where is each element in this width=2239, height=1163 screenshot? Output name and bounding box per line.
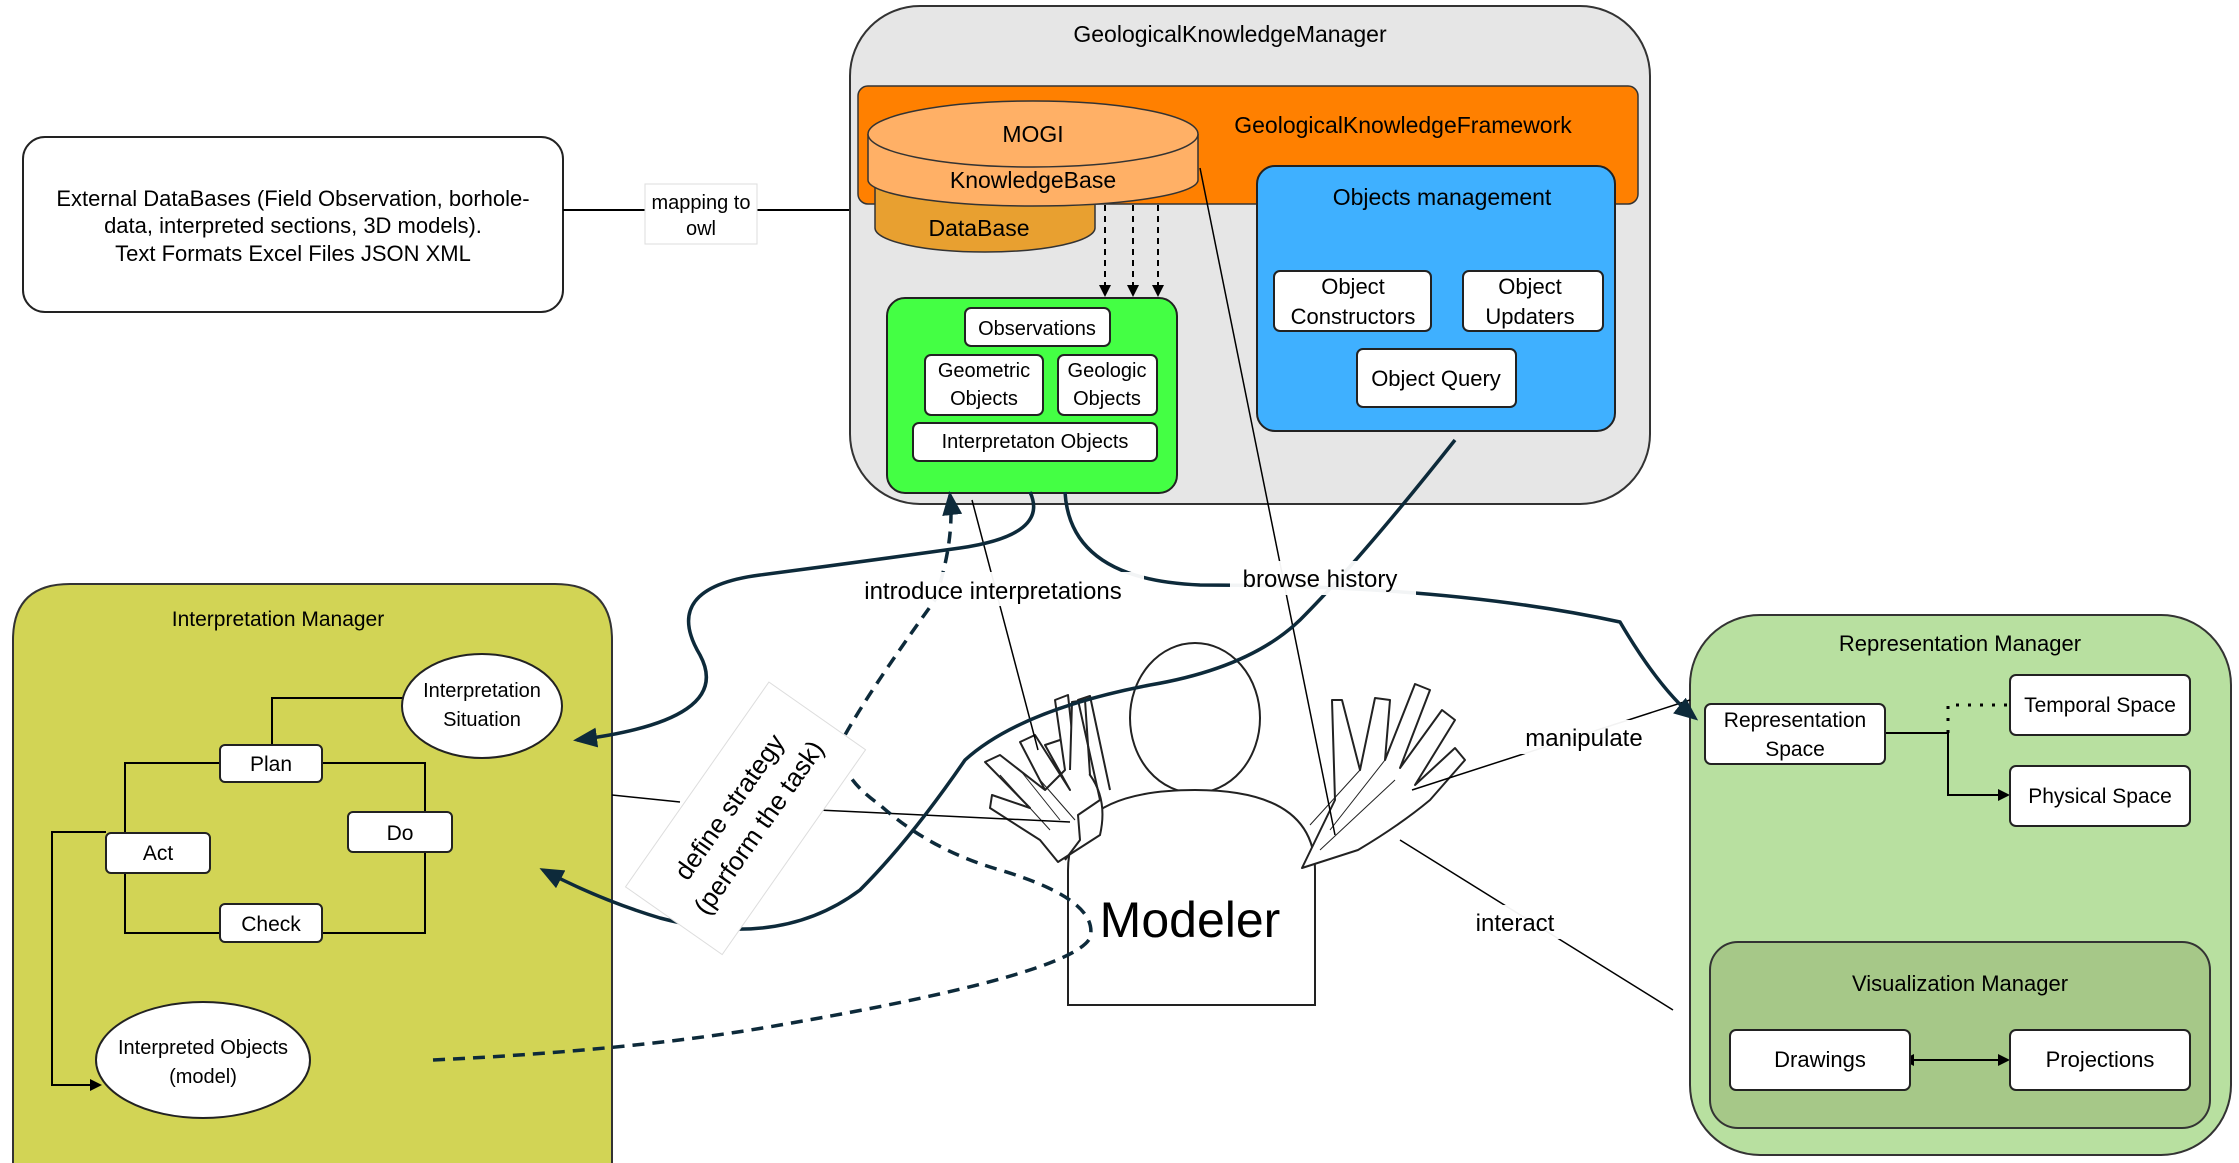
projections-label: Projections xyxy=(2046,1047,2155,1072)
interpreted-line-1: Interpreted Objects xyxy=(118,1037,288,1059)
do-box: Do xyxy=(347,811,453,853)
representation-space-box: Representation Space xyxy=(1704,703,1886,765)
situation-line-1: Interpretation xyxy=(423,680,541,702)
representation-space-line-2: Space xyxy=(1765,738,1825,761)
interpretation-situation-ellipse: Interpretation Situation xyxy=(401,653,563,759)
object-updaters-box: Object Updaters xyxy=(1462,270,1604,332)
interpretation-objects-box: Interpretaton Objects xyxy=(912,422,1158,462)
geologic-objects-line-1: Geologic xyxy=(1068,360,1147,382)
external-line-2: data, interpreted sections, 3D models). xyxy=(104,213,482,238)
external-line-1: External DataBases (Field Observation, b… xyxy=(56,186,529,211)
modeler-figure: Modeler xyxy=(1067,642,1316,1006)
interpreted-line-2: (model) xyxy=(169,1066,237,1088)
observations-box: Observations xyxy=(964,307,1111,347)
interp-objects-to-situation-arrow xyxy=(573,491,1036,748)
plan-situation-line xyxy=(271,697,405,745)
interact-label: interact xyxy=(1467,905,1563,939)
object-query-box: Object Query xyxy=(1356,348,1517,408)
objects-management-title: Objects management xyxy=(1333,184,1552,210)
geometric-objects-box: Geometric Objects xyxy=(924,354,1044,416)
manipulate-text: manipulate xyxy=(1525,725,1642,752)
introduce-text: introduce interpretations xyxy=(864,578,1121,605)
plan-box: Plan xyxy=(219,744,323,783)
strategy-label: define strategy (perform the task) xyxy=(624,681,867,956)
knowledgebase-cylinder: MOGI KnowledgeBase xyxy=(867,100,1199,207)
situation-line-2: Situation xyxy=(443,709,521,731)
hand-to-interpretations-line xyxy=(971,499,1039,751)
objects-management-box: Objects management Object Constructors O… xyxy=(1256,165,1616,432)
act-interpreted-arrow xyxy=(51,831,106,1091)
hand-to-strategy-line xyxy=(817,809,1071,823)
manipulate-label: manipulate xyxy=(1516,720,1652,754)
object-updaters-line-2: Updaters xyxy=(1485,304,1574,329)
check-box: Check xyxy=(219,903,323,943)
physical-space-label: Physical Space xyxy=(2028,785,2172,808)
kb-browse-history-line xyxy=(1199,167,1336,836)
representation-manager-title: Representation Manager xyxy=(1839,631,2081,656)
do-label: Do xyxy=(387,822,414,845)
interpretation-objects-label: Interpretaton Objects xyxy=(942,431,1129,453)
space-physical-arrow xyxy=(1885,732,2010,801)
mapping-line-2: owl xyxy=(686,218,716,240)
visualization-manager-title: Visualization Manager xyxy=(1852,971,2068,996)
interpreted-to-objects-dashed-arrow xyxy=(432,491,1093,1062)
object-constructors-line-2: Constructors xyxy=(1291,304,1416,329)
check-label: Check xyxy=(241,913,301,936)
external-line-3: Text Formats Excel Files JSON XML xyxy=(115,241,471,266)
browse-text: browse history xyxy=(1243,566,1398,593)
pdca-check-act-line xyxy=(124,872,220,934)
object-updaters-line-1: Object xyxy=(1498,274,1562,299)
projections-box: Projections xyxy=(2009,1029,2191,1091)
interpretation-manager-title: Interpretation Manager xyxy=(172,608,384,631)
mapping-label: mapping to owl xyxy=(644,183,758,245)
browse-label: browse history xyxy=(1230,561,1416,595)
objects-green-box: Observations Geometric Objects Geologic … xyxy=(886,297,1178,494)
modeler-label: Modeler xyxy=(1100,892,1281,948)
temporal-space-label: Temporal Space xyxy=(2024,694,2176,717)
geologic-objects-line-2: Objects xyxy=(1073,388,1141,410)
knowledgebase-label: KnowledgeBase xyxy=(950,167,1116,193)
physical-space-box: Physical Space xyxy=(2009,765,2191,827)
mapping-line-1: mapping to xyxy=(652,192,751,214)
object-constructors-line-1: Object xyxy=(1321,274,1385,299)
external-databases-box: External DataBases (Field Observation, b… xyxy=(22,136,564,313)
framework-title: GeologicalKnowledgeFramework xyxy=(1234,112,1572,138)
act-label: Act xyxy=(143,842,174,865)
mogi-label: MOGI xyxy=(1002,121,1063,147)
database-label: DataBase xyxy=(928,215,1029,241)
pdca-plan-do-line xyxy=(322,762,426,812)
strategy-to-interp-line xyxy=(611,794,681,803)
interpreted-objects-ellipse: Interpreted Objects (model) xyxy=(95,1001,311,1119)
gkm-title: GeologicalKnowledgeManager xyxy=(1073,21,1387,47)
pdca-act-plan-line xyxy=(124,762,220,852)
introduce-label: introduce interpretations xyxy=(842,572,1144,606)
drawings-label: Drawings xyxy=(1774,1047,1866,1072)
drawings-box: Drawings xyxy=(1729,1029,1911,1091)
geologic-objects-box: Geologic Objects xyxy=(1057,354,1158,416)
pdca-do-check-line xyxy=(322,852,426,934)
representation-space-line-1: Representation xyxy=(1724,709,1866,732)
observations-label: Observations xyxy=(978,318,1096,340)
interact-text: interact xyxy=(1476,910,1555,937)
object-query-label: Object Query xyxy=(1371,366,1501,391)
right-hand-icon xyxy=(1301,683,1466,869)
temporal-space-box: Temporal Space xyxy=(2009,674,2191,736)
act-box: Act xyxy=(105,832,211,874)
object-constructors-box: Object Constructors xyxy=(1273,270,1432,332)
geometric-objects-line-1: Geometric xyxy=(938,360,1030,382)
plan-label: Plan xyxy=(250,753,292,776)
left-hand-icon xyxy=(984,694,1111,863)
geometric-objects-line-2: Objects xyxy=(950,388,1018,410)
